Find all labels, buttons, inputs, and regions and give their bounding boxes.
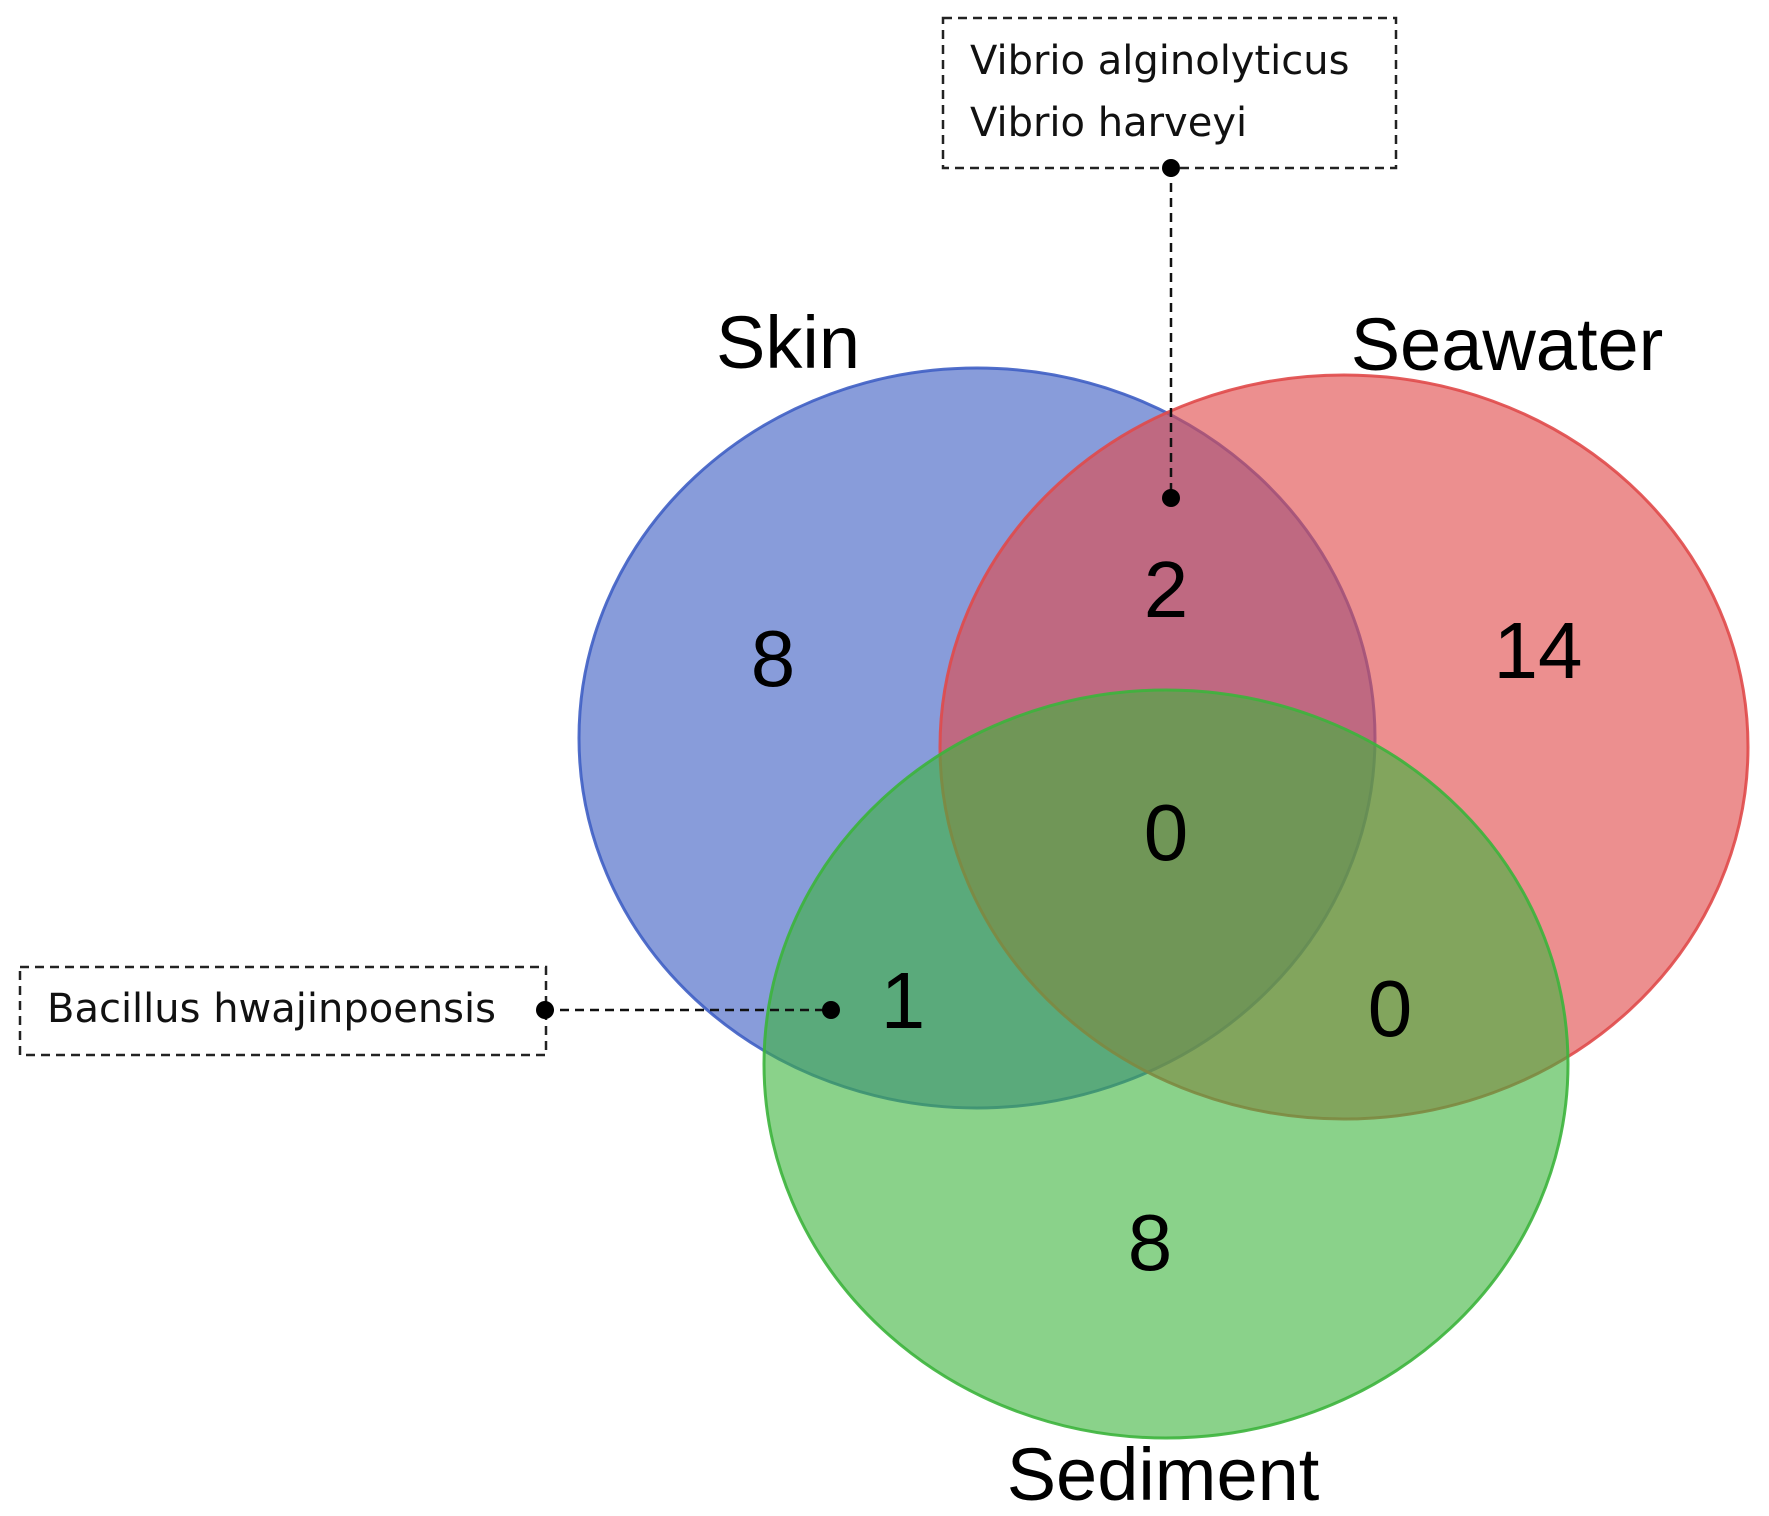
callout-species: Bacillus hwajinpoensis bbox=[47, 986, 496, 1032]
callout-box bbox=[18, 965, 548, 1057]
count-seawater-sediment: 0 bbox=[1368, 964, 1413, 1053]
region-marker-dot bbox=[1162, 489, 1180, 507]
region-marker-dot bbox=[822, 1001, 840, 1019]
callout-anchor-dot bbox=[1162, 159, 1180, 177]
count-skin-sediment: 1 bbox=[881, 956, 926, 1045]
callout-skin-sediment: Bacillus hwajinpoensis bbox=[18, 965, 840, 1057]
count-all-three: 0 bbox=[1144, 788, 1189, 877]
count-seawater-only: 14 bbox=[1494, 606, 1583, 695]
callout-box bbox=[941, 16, 1398, 170]
count-skin-seawater: 2 bbox=[1144, 545, 1189, 634]
callout-species: Vibrio harveyi bbox=[970, 100, 1247, 146]
sediment-circle bbox=[762, 688, 1570, 1440]
seawater-label: Seawater bbox=[1351, 303, 1664, 386]
sediment-label: Sediment bbox=[1007, 1433, 1320, 1516]
count-skin-only: 8 bbox=[751, 614, 796, 703]
count-sediment-only: 8 bbox=[1128, 1198, 1173, 1287]
skin-label: Skin bbox=[716, 301, 860, 384]
callout-skin-seawater: Vibrio alginolyticus Vibrio harveyi bbox=[941, 16, 1398, 507]
callout-species: Vibrio alginolyticus bbox=[970, 38, 1349, 84]
callout-anchor-dot bbox=[536, 1001, 554, 1019]
